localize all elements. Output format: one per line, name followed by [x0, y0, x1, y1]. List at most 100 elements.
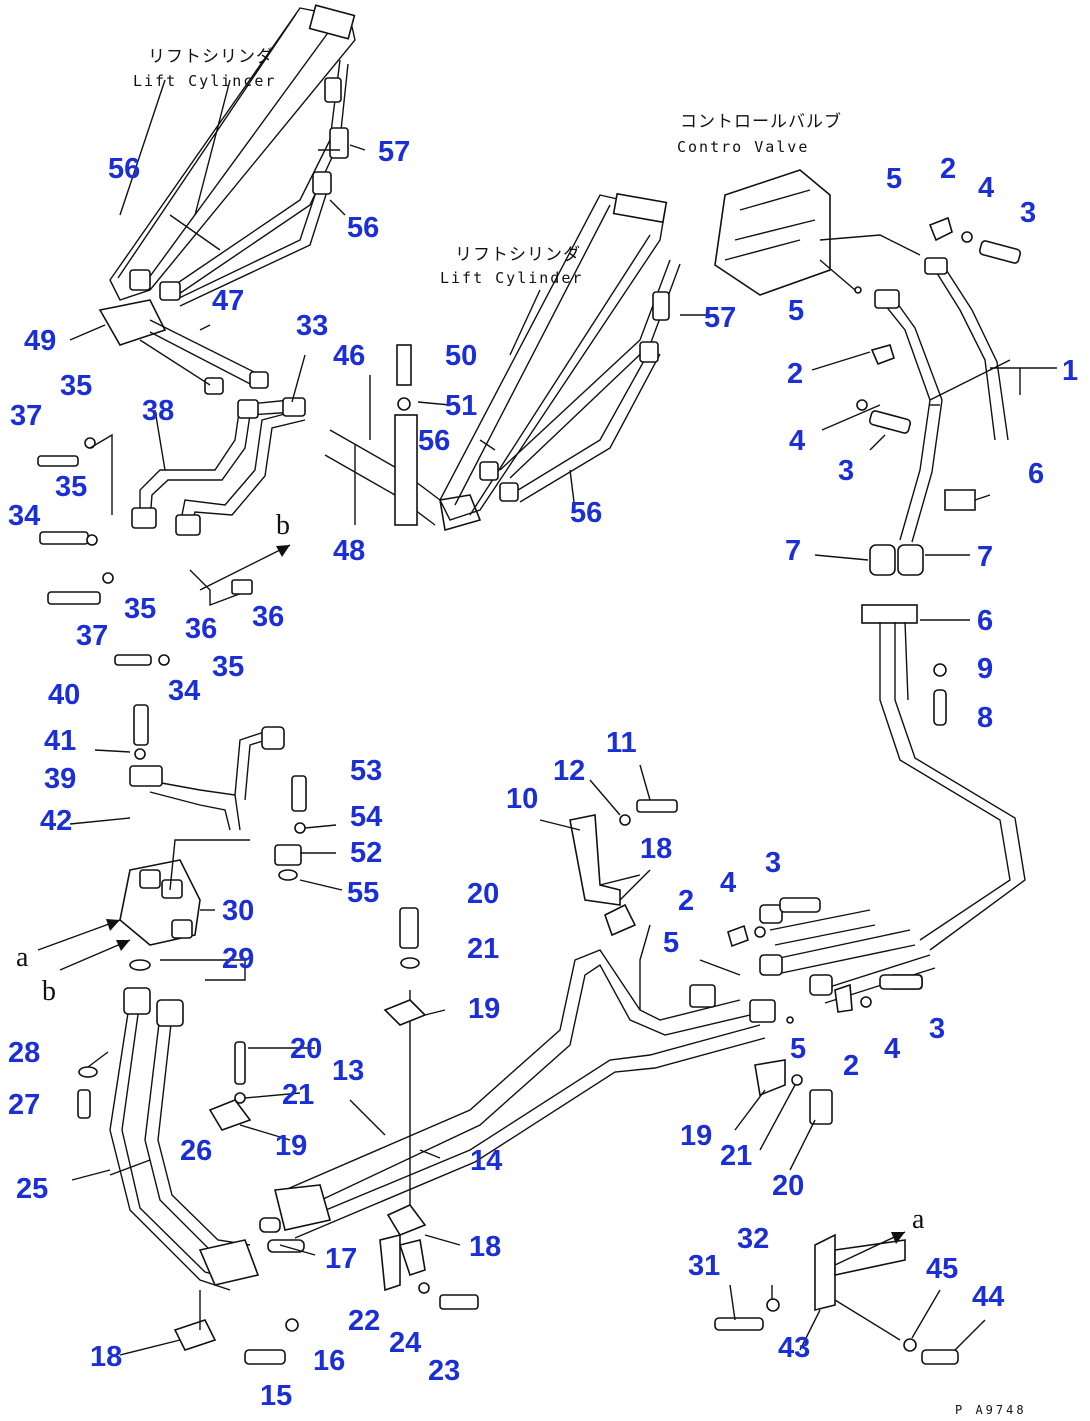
callout-35: 35 [124, 593, 156, 625]
callout-30: 30 [222, 895, 254, 927]
lift-cylinder-left-jp: リフトシリンダ [148, 47, 274, 67]
callout-12: 12 [553, 755, 585, 787]
callout-29: 29 [222, 943, 254, 975]
leader-lines [69, 79, 1057, 1356]
callout-numbers: 1 2 2 2 2 3 3 3 3 4 4 4 4 5 5 5 5 6 6 7 … [8, 136, 1078, 1412]
callout-35: 35 [212, 651, 244, 683]
bolts-20-21 [399, 907, 420, 969]
pipes-13-14 [274, 949, 776, 1239]
hoses-25-26 [77, 987, 260, 1330]
callout-7: 7 [785, 535, 801, 567]
callout-20: 20 [772, 1170, 804, 1202]
callout-21: 21 [467, 933, 499, 965]
arrow-label-b-left: b [42, 976, 56, 1007]
control-valve-en: Contro Valve [677, 138, 809, 156]
callout-2: 2 [678, 885, 694, 917]
bracket-10 [569, 799, 678, 937]
callout-5: 5 [663, 927, 679, 959]
callout-21: 21 [720, 1140, 752, 1172]
callout-24: 24 [389, 1327, 421, 1359]
callout-36: 36 [185, 613, 217, 645]
callout-41: 41 [44, 725, 76, 757]
callout-26: 26 [180, 1135, 212, 1167]
callout-44: 44 [972, 1281, 1004, 1313]
arrows [37, 544, 906, 1266]
pipe-38 [131, 397, 306, 536]
bracket-43 [714, 1233, 959, 1365]
callout-18: 18 [640, 833, 672, 865]
control-valve [714, 169, 921, 296]
callout-2: 2 [940, 153, 956, 185]
left-lift-cylinder [109, 4, 356, 307]
callout-4: 4 [978, 172, 994, 204]
reference-labels: リフトシリンダ Lift Cylincer リフトシリンダ Lift Cylin… [16, 47, 1024, 1417]
callout-7: 7 [977, 541, 993, 573]
callout-10: 10 [506, 783, 538, 815]
callout-20: 20 [467, 878, 499, 910]
callout-3: 3 [838, 455, 854, 487]
callout-39: 39 [44, 763, 76, 795]
arrow-label-b-top: b [276, 510, 290, 541]
callout-14: 14 [470, 1145, 502, 1177]
callout-46: 46 [333, 340, 365, 372]
callout-49: 49 [24, 325, 56, 357]
callout-53: 53 [350, 755, 382, 787]
callout-55: 55 [347, 877, 379, 909]
lift-cylinder-left-en: Lift Cylincer [133, 72, 276, 90]
callout-57: 57 [378, 136, 410, 168]
callout-56: 56 [570, 497, 602, 529]
callout-34: 34 [168, 675, 200, 707]
callout-19: 19 [680, 1120, 712, 1152]
callout-37: 37 [10, 400, 42, 432]
clamps-18-19 [173, 999, 833, 1351]
arrow-label-a-left: a [16, 942, 29, 973]
callout-38: 38 [142, 395, 174, 427]
callout-5: 5 [788, 295, 804, 327]
callout-5: 5 [790, 1033, 806, 1065]
right-mid-bolts [727, 897, 923, 1024]
callout-19: 19 [468, 993, 500, 1025]
hose-1 [874, 257, 1011, 543]
callout-37: 37 [76, 620, 108, 652]
callout-36: 36 [252, 601, 284, 633]
callout-56: 56 [418, 425, 450, 457]
callout-1: 1 [1062, 355, 1078, 387]
callout-5: 5 [886, 163, 902, 195]
lift-cylinder-right-jp: リフトシリンダ [455, 245, 581, 265]
clamp-and-long-pipe [861, 489, 1026, 951]
line-art [37, 4, 1057, 1365]
callout-15: 15 [260, 1380, 292, 1412]
callout-31: 31 [688, 1250, 720, 1282]
control-valve-jp: コントロールバルブ [680, 111, 842, 132]
callout-20: 20 [290, 1033, 322, 1065]
center-clamp [324, 344, 482, 532]
callout-11: 11 [606, 727, 637, 759]
bolts-34-35-37 [37, 433, 253, 666]
callout-57: 57 [704, 302, 736, 334]
callout-18: 18 [469, 1231, 501, 1263]
callout-35: 35 [60, 370, 92, 402]
callout-3: 3 [929, 1013, 945, 1045]
callout-3: 3 [1020, 197, 1036, 229]
callout-48: 48 [333, 535, 365, 567]
callout-35: 35 [55, 471, 87, 503]
right-lift-cylinder [439, 192, 681, 521]
callout-17: 17 [325, 1243, 357, 1275]
callout-28: 28 [8, 1037, 40, 1069]
callout-9: 9 [977, 653, 993, 685]
callout-22: 22 [348, 1305, 380, 1337]
callout-3: 3 [765, 847, 781, 879]
callout-16: 16 [313, 1345, 345, 1377]
callout-2: 2 [843, 1050, 859, 1082]
arrow-label-a-bottom: a [912, 1204, 925, 1235]
callout-13: 13 [332, 1055, 364, 1087]
callout-40: 40 [48, 679, 80, 711]
callout-45: 45 [926, 1253, 958, 1285]
callout-34: 34 [8, 500, 40, 532]
callout-21: 21 [282, 1079, 314, 1111]
valve-bolts [854, 216, 1022, 434]
callout-4: 4 [789, 425, 805, 457]
valve-30 [119, 839, 250, 971]
callout-23: 23 [428, 1355, 460, 1387]
